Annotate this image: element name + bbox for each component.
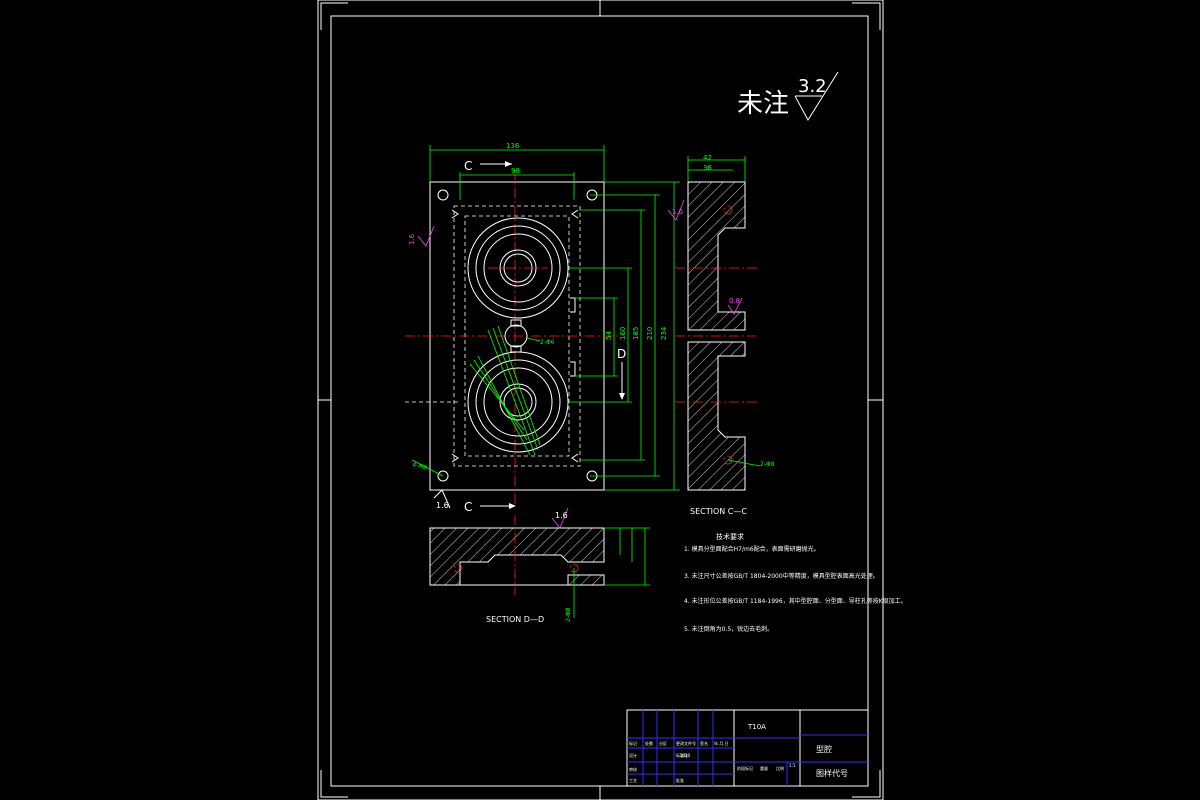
dim-right: 234 210 185 160 54 D: [568, 181, 680, 491]
sheet-border: [317, 0, 884, 800]
dim-right-210: 210: [646, 327, 654, 340]
scale: 1:1: [789, 763, 796, 768]
svg-text:1.6: 1.6: [436, 501, 449, 510]
section-dd-view: 1.6 2-Φ8 SECTION D—D: [429, 507, 650, 624]
svg-text:重量: 重量: [760, 765, 768, 771]
surface-note-roughness: 3.2: [798, 76, 827, 97]
svg-text:更改文件号: 更改文件号: [676, 740, 696, 746]
roughness-symbol-icon: [794, 71, 839, 121]
svg-text:设计: 设计: [629, 752, 637, 758]
material: T10A: [747, 723, 766, 731]
title-block: T10A 型腔 图样代号 1:1 标记 处数 分区 更改文件号 签名 年.月.日…: [626, 709, 869, 787]
hole-note-bottom-left: 4-M8: [411, 461, 427, 472]
dim-right-234: 234: [660, 326, 668, 340]
dim-right-160: 160: [619, 327, 627, 340]
dim-top: 136 98 C: [429, 142, 605, 200]
dim-right-185: 185: [632, 327, 640, 340]
section-dd-title: SECTION D—D: [486, 615, 544, 624]
svg-text:处数: 处数: [645, 740, 653, 746]
leader-fan: [469, 325, 541, 456]
section-cc-roughness-2: 0.8: [729, 297, 740, 305]
drawing-code: 图样代号: [816, 768, 848, 778]
section-cc-note: 2-Φ8: [760, 461, 775, 468]
dim-top-overall: 136: [506, 142, 520, 150]
section-dd-roughness: 1.6: [555, 511, 568, 520]
svg-text:批准: 批准: [676, 777, 684, 783]
dim-top-inner: 98: [511, 167, 520, 175]
surface-note-text: 未注: [737, 89, 789, 119]
section-dd-note: 2-Φ8: [565, 607, 572, 622]
technical-requirements: 技术要求 1. 模具分型面配合H7/m6配合，表面需研磨抛光。 3. 未注尺寸公…: [684, 532, 907, 633]
main-view: 136 98 C 234 210 185 160: [405, 142, 680, 514]
svg-text:1.6: 1.6: [408, 233, 416, 245]
section-c-label-bottom: C: [464, 500, 472, 514]
section-cc-view: 42 36 1.6 0.8 2-Φ8 SECTION C—C: [667, 154, 775, 516]
section-d-label: D: [617, 347, 626, 361]
svg-text:比例: 比例: [776, 765, 784, 771]
svg-text:标记: 标记: [629, 740, 637, 746]
svg-text:分区: 分区: [659, 740, 667, 746]
dim-right-54: 54: [605, 331, 613, 340]
svg-text:2010: 2010: [680, 753, 691, 758]
svg-text:签名: 签名: [700, 740, 708, 746]
svg-text:审核: 审核: [629, 766, 637, 772]
section-cc-dim-36: 36: [703, 164, 712, 172]
section-c-label-top: C: [464, 159, 472, 173]
surface-roughness-note: 未注 3.2: [737, 71, 839, 121]
tech-req-item-1: 1. 模具分型面配合H7/m6配合，表面需研磨抛光。: [684, 545, 820, 553]
section-cc-roughness-1: 1.6: [672, 208, 684, 216]
svg-text:年.月.日: 年.月.日: [714, 740, 729, 746]
tech-req-item-3: 3. 未注尺寸公差按GB/T 1804-2000中等精度，模具型腔表面高光处理。: [684, 572, 879, 580]
tech-req-title: 技术要求: [716, 532, 744, 541]
section-cc-title: SECTION C—C: [690, 507, 747, 516]
tech-req-item-5: 5. 未注倒角为0.5，锐边去毛刺。: [684, 625, 773, 633]
svg-text:工艺: 工艺: [629, 778, 637, 783]
svg-text:标准化: 标准化: [676, 752, 688, 758]
roughness-left: 1.6: [408, 225, 435, 247]
part-name: 型腔: [816, 744, 832, 754]
roughness-bottom: 1.6: [433, 489, 451, 510]
svg-text:阶段标记: 阶段标记: [737, 765, 753, 771]
section-cc-dim-42: 42: [703, 154, 712, 162]
tech-req-item-4: 4. 未注形位公差按GB/T 1184-1996，其中型腔面、分型面、导柱孔等按…: [684, 597, 907, 605]
hole-note-top: 2-Φ6: [540, 339, 555, 346]
